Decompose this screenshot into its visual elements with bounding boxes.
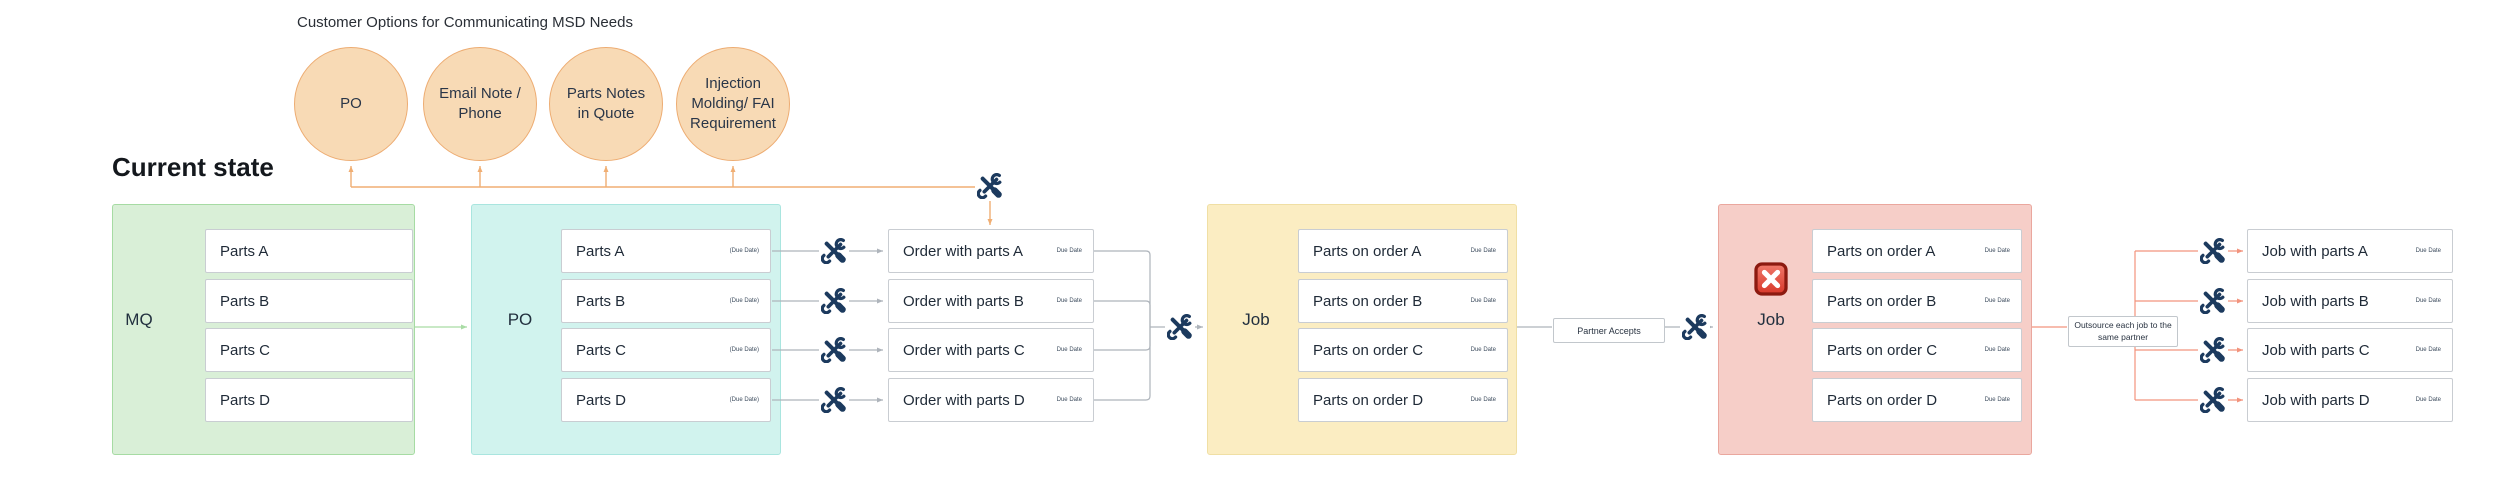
part-label: Parts on order D	[1827, 391, 1938, 409]
option-circle-label: Injection Molding/ FAI Requirement	[690, 74, 776, 133]
outsourced-job-box: Job with parts C Due Date	[2247, 328, 2453, 372]
partner-parts-box: Parts on order B Due Date	[1812, 279, 2022, 323]
order-box: Order with parts C Due Date	[888, 328, 1094, 372]
due-date-label: Due Date	[1470, 397, 1496, 403]
mq-part-box: Parts D	[205, 378, 413, 422]
order-label: Order with parts B	[903, 292, 1024, 310]
due-date-label: (Due Date)	[729, 248, 759, 254]
part-label: Parts B	[576, 292, 626, 310]
outsourced-job-box: Job with parts B Due Date	[2247, 279, 2453, 323]
tools-icon	[819, 335, 849, 365]
tools-icon	[2198, 335, 2228, 365]
part-label: Parts on order D	[1313, 391, 1424, 409]
option-circle-po: PO	[294, 47, 408, 161]
due-date-label: Due Date	[1984, 248, 2010, 254]
due-date-label: Due Date	[1056, 298, 1082, 304]
part-label: Parts D	[576, 391, 627, 409]
outsource-note-box: Outsource each job to the same partner	[2068, 316, 2178, 347]
po-part-box: Parts C (Due Date)	[561, 328, 771, 372]
option-circle-injection: Injection Molding/ FAI Requirement	[676, 47, 790, 161]
order-box: Order with parts D Due Date	[888, 378, 1094, 422]
partner-parts-box: Parts on order A Due Date	[1812, 229, 2022, 273]
partner-accepts-box: Partner Accepts	[1553, 318, 1665, 343]
mq-part-box: Parts A	[205, 229, 413, 273]
page-title: Current state	[112, 152, 274, 182]
part-label: Parts A	[220, 242, 269, 260]
part-label: Parts B	[220, 292, 270, 310]
part-label: Parts C	[576, 341, 627, 359]
tools-icon	[2198, 385, 2228, 415]
job-label: Job with parts C	[2262, 341, 2370, 359]
po-part-box: Parts B (Due Date)	[561, 279, 771, 323]
mq-label: MQ	[125, 310, 153, 329]
tools-icon	[975, 171, 1005, 201]
part-label: Parts on order A	[1313, 242, 1422, 260]
option-circle-quote-notes: Parts Notes in Quote	[549, 47, 663, 161]
due-date-label: Due Date	[2415, 248, 2441, 254]
po-label: PO	[507, 310, 533, 329]
due-date-label: Due Date	[1984, 397, 2010, 403]
part-label: Parts C	[220, 341, 271, 359]
outsourced-job-box: Job with parts A Due Date	[2247, 229, 2453, 273]
tools-icon	[2198, 236, 2228, 266]
ordered-parts-box: Parts on order A Due Date	[1298, 229, 1508, 273]
due-date-label: Due Date	[1056, 347, 1082, 353]
due-date-label: Due Date	[1056, 397, 1082, 403]
part-label: Parts on order C	[1313, 341, 1424, 359]
part-label: Parts D	[220, 391, 271, 409]
order-label: Order with parts C	[903, 341, 1025, 359]
due-date-label: Due Date	[1056, 248, 1082, 254]
order-label: Order with parts A	[903, 242, 1024, 260]
due-date-label: (Due Date)	[729, 347, 759, 353]
tools-icon	[2198, 286, 2228, 316]
due-date-label: (Due Date)	[729, 397, 759, 403]
ordered-parts-box: Parts on order C Due Date	[1298, 328, 1508, 372]
part-label: Parts on order B	[1827, 292, 1937, 310]
due-date-label: Due Date	[2415, 298, 2441, 304]
options-title: Customer Options for Communicating MSD N…	[297, 14, 633, 31]
po-part-box: Parts D (Due Date)	[561, 378, 771, 422]
tools-icon	[819, 385, 849, 415]
tools-icon	[1165, 312, 1195, 342]
order-label: Order with parts D	[903, 391, 1025, 409]
job-label: Job with parts B	[2262, 292, 2369, 310]
mq-part-box: Parts C	[205, 328, 413, 372]
cross-mark-icon	[1753, 261, 1789, 297]
due-date-label: (Due Date)	[729, 298, 759, 304]
option-circle-label: PO	[340, 94, 362, 112]
part-label: Parts on order A	[1827, 242, 1936, 260]
outsourced-job-box: Job with parts D Due Date	[2247, 378, 2453, 422]
due-date-label: Due Date	[2415, 397, 2441, 403]
order-box: Order with parts A Due Date	[888, 229, 1094, 273]
due-date-label: Due Date	[1984, 298, 2010, 304]
job-label: Job with parts D	[2262, 391, 2370, 409]
job-label: Job with parts A	[2262, 242, 2368, 260]
part-label: Parts on order B	[1313, 292, 1423, 310]
tools-icon	[1680, 312, 1710, 342]
tools-icon	[819, 236, 849, 266]
job-partner-label: Job	[1757, 310, 1785, 329]
part-label: Parts A	[576, 242, 625, 260]
mq-part-box: Parts B	[205, 279, 413, 323]
option-circle-label: Parts Notes in Quote	[566, 84, 646, 122]
due-date-label: Due Date	[2415, 347, 2441, 353]
po-part-box: Parts A (Due Date)	[561, 229, 771, 273]
ordered-parts-box: Parts on order B Due Date	[1298, 279, 1508, 323]
due-date-label: Due Date	[1984, 347, 2010, 353]
option-circle-label: Email Note / Phone	[439, 84, 521, 122]
due-date-label: Due Date	[1470, 347, 1496, 353]
due-date-label: Due Date	[1470, 298, 1496, 304]
tools-icon	[819, 286, 849, 316]
job-ordered-label: Job	[1242, 310, 1270, 329]
partner-parts-box: Parts on order C Due Date	[1812, 328, 2022, 372]
option-circle-email: Email Note / Phone	[423, 47, 537, 161]
partner-parts-box: Parts on order D Due Date	[1812, 378, 2022, 422]
part-label: Parts on order C	[1827, 341, 1938, 359]
ordered-parts-box: Parts on order D Due Date	[1298, 378, 1508, 422]
order-box: Order with parts B Due Date	[888, 279, 1094, 323]
due-date-label: Due Date	[1470, 248, 1496, 254]
